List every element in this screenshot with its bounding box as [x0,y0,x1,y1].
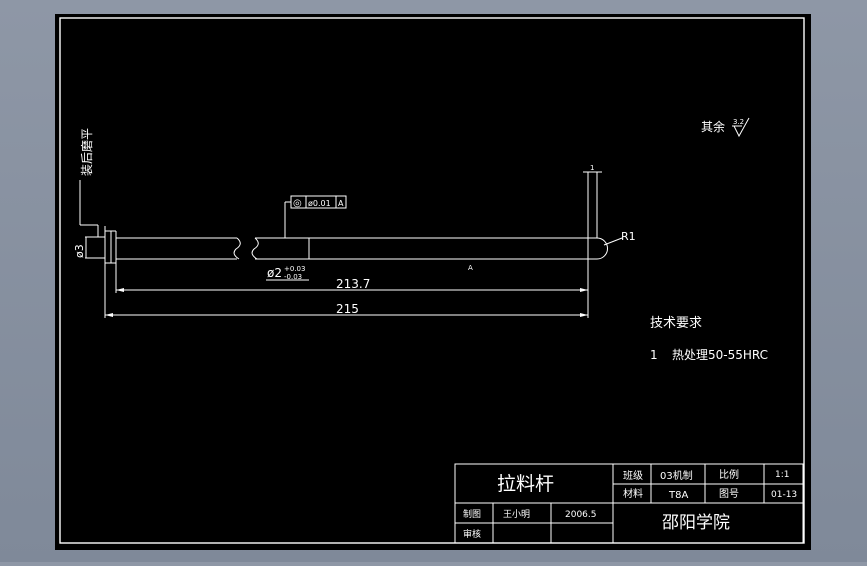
dia-main-dim: ø2 +0.03 -0.03 [266,265,309,281]
drawn-by: 王小明 [503,509,530,520]
dia-main-upper: +0.03 [284,265,305,273]
requirement-text: 热处理50-55HRC [672,348,768,362]
roughness-prefix: 其余 [701,119,725,134]
material-label: 材料 [623,487,643,500]
dim-215-label: 215 [336,302,359,316]
requirements-title: 技术要求 [650,316,702,331]
dia-main-label: ø2 [267,266,282,280]
tolerance-frame: ◎ ø0.01 A [284,195,347,238]
drawing-no-label: 图号 [719,488,739,500]
drawn-label: 制图 [463,508,481,520]
roughness-value: 3.2 [733,118,744,126]
sheet-border [59,17,805,544]
concentricity-icon: ◎ [293,198,302,209]
class-value: 03机制 [660,469,693,482]
title-block [454,463,804,544]
drawn-date: 2006.5 [565,510,597,520]
class-label: 班级 [623,470,643,482]
tolerance-value: ø0.01 [308,199,331,208]
shaft-part [85,172,608,318]
requirement-number: 1 [650,348,658,362]
school-name: 邵阳学院 [662,513,730,533]
drawing-no-value: 01-13 [771,490,797,500]
radius-leader [603,237,623,246]
dia-main-lower: -0.03 [284,273,302,281]
checked-label: 审核 [463,528,481,540]
vertical-note: 装后磨平 [80,128,94,176]
tolerance-datum: A [338,199,344,208]
drawing-sheet [55,14,811,550]
scale-label: 比例 [719,468,739,481]
dim-215: 215 [105,302,588,317]
dim-213-7-label: 213.7 [336,277,370,291]
dim-213-7: 213.7 [116,277,588,292]
material-value: T8A [668,490,688,501]
dia-left-label: ø3 [73,244,86,258]
scale-value: 1:1 [775,470,789,480]
datum-marker: A [468,264,473,272]
radius-label: R1 [621,230,636,243]
roughness-icon [732,117,750,138]
part-name: 拉料杆 [497,473,554,495]
small-dim-label: 1 [590,164,594,172]
